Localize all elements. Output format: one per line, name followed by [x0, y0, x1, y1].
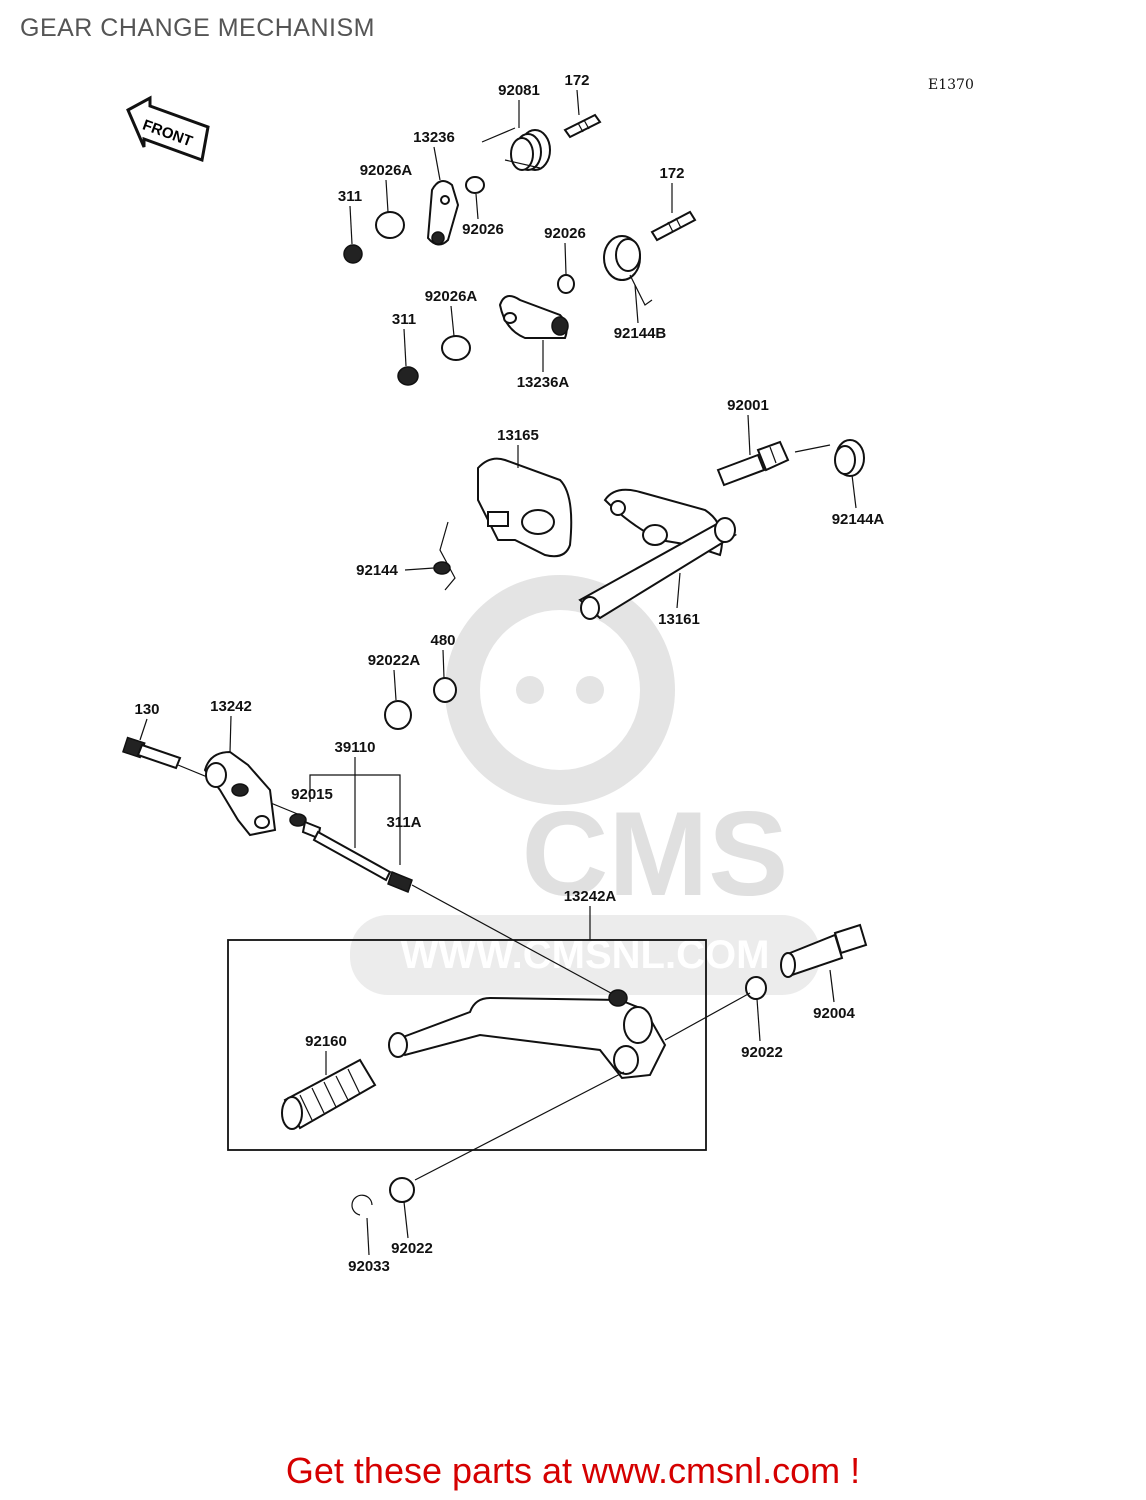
circlip-92033: [351, 1194, 373, 1216]
part-labels: 92081 172 13236 92026A 311 92026 172 920…: [134, 72, 884, 1275]
pin-172-top: [563, 113, 602, 139]
arm-13236A: [498, 295, 569, 339]
shift-lever-13242A: [388, 989, 667, 1080]
arm-13236: [426, 180, 460, 246]
washer-92026A-a: [375, 211, 405, 239]
shaft-13161: [578, 488, 738, 620]
label-13236A: 13236A: [517, 374, 570, 391]
footpeg-rubber-92160: [281, 1058, 377, 1130]
label-13236: 13236: [413, 129, 455, 146]
diagram-ref: E1370: [928, 77, 974, 93]
washer-92022-b: [389, 1177, 415, 1203]
label-311-a: 311: [338, 188, 362, 205]
label-92026A-b: 92026A: [425, 288, 478, 305]
label-13165: 13165: [497, 427, 539, 444]
label-92022A: 92022A: [368, 652, 421, 669]
pin-172-mid: [650, 210, 697, 242]
label-92026-b: 92026: [544, 225, 586, 242]
exploded-parts-diagram: CMS WWW.CMSNL.COM E1370 FRONT: [122, 72, 974, 1275]
spring-92144A: [794, 439, 865, 477]
circlip-480: [433, 677, 457, 703]
parts-store-link[interactable]: Get these parts at www.cmsnl.com !: [285, 1450, 861, 1491]
label-311-b: 311: [392, 311, 416, 328]
washer-92026-a: [465, 176, 485, 194]
front-arrow-icon: FRONT: [126, 95, 210, 163]
label-13242A: 13242A: [564, 888, 617, 905]
page-title: GEAR CHANGE MECHANISM: [20, 14, 375, 42]
label-13242: 13242: [210, 698, 252, 715]
label-130: 130: [134, 701, 159, 718]
label-92022-b: 92022: [391, 1240, 433, 1257]
washer-92022A: [384, 700, 412, 730]
label-92001: 92001: [727, 397, 769, 414]
label-92015: 92015: [291, 786, 333, 803]
label-13161: 13161: [658, 611, 700, 628]
pivot-92004: [780, 923, 868, 978]
watermark-brand: CMS: [522, 787, 789, 921]
label-92026A-a: 92026A: [360, 162, 413, 179]
label-311A: 311A: [386, 814, 421, 831]
washer-92026-b: [557, 274, 575, 294]
rod-39110: [289, 813, 413, 893]
spring-92144: [433, 521, 456, 591]
bolt-130: [122, 736, 182, 770]
spring-92081: [481, 127, 551, 171]
assembly-box-13242A: [227, 939, 707, 1151]
nut-311-b: [397, 366, 419, 386]
washer-92026A-b: [441, 335, 471, 361]
washer-92022-a: [745, 976, 767, 1000]
label-92144: 92144: [356, 562, 398, 579]
watermark: CMS WWW.CMSNL.COM: [350, 575, 820, 995]
label-92144B: 92144B: [614, 325, 667, 342]
label-92160: 92160: [305, 1033, 347, 1050]
label-39110: 39110: [335, 739, 376, 756]
label-92033: 92033: [348, 1258, 390, 1275]
joint-13242: [203, 750, 277, 837]
label-92004: 92004: [813, 1005, 855, 1022]
plate-13165: [477, 457, 573, 558]
label-172-a: 172: [564, 72, 589, 89]
pin-92001: [716, 440, 790, 487]
spring-92144B: [603, 235, 653, 306]
label-480: 480: [430, 632, 455, 649]
label-172-b: 172: [659, 165, 684, 182]
label-92026-a: 92026: [462, 221, 504, 238]
label-92144A: 92144A: [832, 511, 885, 528]
label-92081: 92081: [498, 82, 540, 99]
nut-311-a: [343, 244, 363, 264]
label-92022-a: 92022: [741, 1044, 783, 1061]
